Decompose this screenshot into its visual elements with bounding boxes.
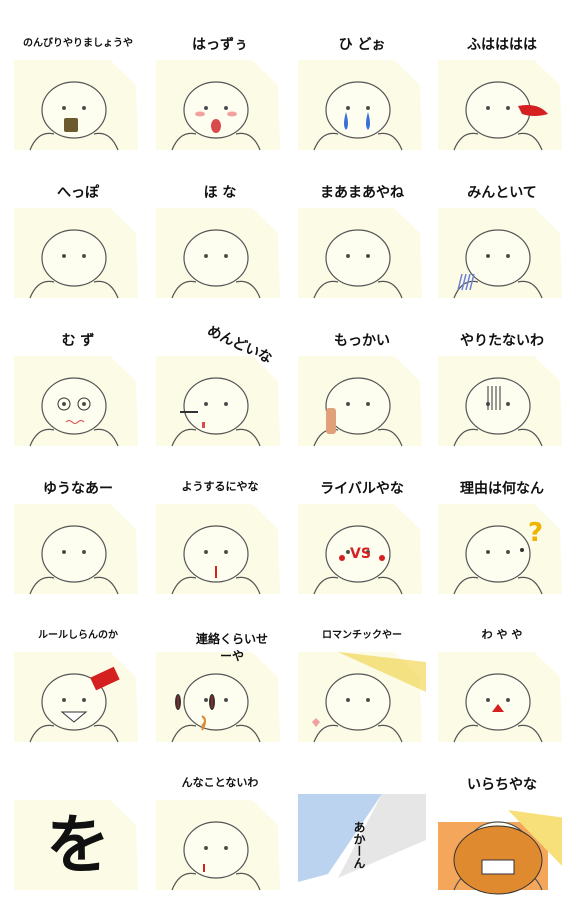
blank-face-icon xyxy=(14,208,138,299)
sticker-question-face[interactable]: 理由は何なん? xyxy=(438,474,562,614)
sticker-caption: へっぽ xyxy=(57,185,99,201)
sticker-laughing-face[interactable]: ふはははは xyxy=(438,30,562,170)
sticker-hand-block[interactable]: みんといて xyxy=(438,178,562,318)
sticker-caption: ルールしらんのか xyxy=(38,630,118,641)
sticker-caption: はっずぅ xyxy=(192,37,248,53)
sticker-caption: ほ な xyxy=(203,185,237,201)
sticker-embarrassed-face[interactable]: はっずぅ xyxy=(156,30,284,170)
sticker-romantic-face[interactable]: ロマンチックやー xyxy=(298,622,426,762)
big-wo-char-icon xyxy=(14,800,138,890)
question-mark: ? xyxy=(528,518,544,548)
sticker-caption: みんといて xyxy=(467,185,537,201)
romantic-face-icon xyxy=(298,652,426,743)
sticker-caption: 理由は何なん xyxy=(460,481,544,497)
sticker-caption: のんびりやりましょうや xyxy=(23,38,133,49)
sticker-relaxing-tea-face[interactable]: のんびりやりましょうや xyxy=(14,30,142,170)
sticker-caption: ようするにやな xyxy=(181,480,259,493)
rival-faces-icon xyxy=(298,504,422,595)
angry-face-icon xyxy=(14,652,138,743)
sticker-caption: まあまあやね xyxy=(320,185,404,201)
sticker-explaining-face[interactable]: ようするにやな xyxy=(156,474,284,614)
crying-face-icon xyxy=(298,60,422,151)
sticker-caption: ゆうなあー xyxy=(43,481,113,497)
denying-face-icon xyxy=(156,800,280,891)
sticker-caption: ひ どぉ xyxy=(338,37,386,53)
sticker-rival-faces[interactable]: ライバルやな VS xyxy=(298,474,426,614)
irritated-face-icon xyxy=(438,810,562,895)
question-face-icon xyxy=(438,504,562,595)
vs-label: VS xyxy=(350,546,371,562)
sticker-contact-face[interactable]: 連絡くらいせーや xyxy=(156,622,284,762)
relaxing-tea-face-icon xyxy=(14,60,138,151)
sticker-caption: やりたないわ xyxy=(460,333,544,349)
sticker-dizzy-face[interactable]: む ず xyxy=(14,326,142,466)
sticker-waving-face[interactable]: ほ な xyxy=(156,178,284,318)
sticker-caption: ふはははは xyxy=(467,37,537,53)
no-way-face-icon xyxy=(298,794,426,882)
sticker-caption: いらちやな xyxy=(467,777,537,793)
sticker-one-more-face[interactable]: もっかい xyxy=(298,326,426,466)
sticker-gloomy-face[interactable]: やりたないわ xyxy=(438,326,562,466)
gloomy-face-icon xyxy=(438,356,562,447)
sticker-pointing-face[interactable]: ゆうなあー xyxy=(14,474,142,614)
sticker-irritated-face[interactable]: いらちやな xyxy=(438,770,562,910)
sticker-denying-face[interactable]: んなことないわ xyxy=(156,770,284,910)
sticker-big-wo-char[interactable]: を xyxy=(14,770,142,910)
waving-face-icon xyxy=(156,208,280,299)
sticker-lazy-face[interactable]: めんどいな xyxy=(156,323,284,466)
contact-face-icon xyxy=(156,652,280,743)
sticker-shrug-face[interactable]: まあまあやね xyxy=(298,178,426,318)
shrug-face-icon xyxy=(298,208,422,299)
pointing-face-icon xyxy=(14,504,138,595)
explaining-face-icon xyxy=(156,504,280,595)
laughing-face-icon xyxy=(438,60,562,151)
sticker-caption: わ や や xyxy=(481,628,523,641)
oh-no-face-icon xyxy=(438,652,562,743)
sticker-caption: んなことないわ xyxy=(181,776,259,789)
lazy-face-icon xyxy=(156,356,280,447)
sticker-caption: む ず xyxy=(61,333,95,349)
sticker-angry-face[interactable]: ルールしらんのか xyxy=(14,622,142,762)
sticker-caption: ライバルやな xyxy=(320,481,404,497)
sticker-caption: もっかい xyxy=(334,333,390,349)
sticker-caption: 連絡くらいせーや xyxy=(195,632,268,663)
sticker-crying-face[interactable]: ひ どぉ xyxy=(298,30,426,170)
one-more-face-icon xyxy=(298,356,422,447)
sticker-no-way-face[interactable]: あかーん xyxy=(298,770,426,910)
sticker-blank-face[interactable]: へっぽ xyxy=(14,178,142,318)
sticker-caption: ロマンチックやー xyxy=(322,630,402,641)
embarrassed-face-icon xyxy=(156,60,280,151)
sticker-oh-no-face[interactable]: わ や や xyxy=(438,622,562,762)
dizzy-face-icon xyxy=(14,356,138,447)
hand-block-icon xyxy=(438,208,562,299)
sticker-caption: を xyxy=(46,814,110,878)
sticker-caption: あかーん xyxy=(352,821,366,869)
